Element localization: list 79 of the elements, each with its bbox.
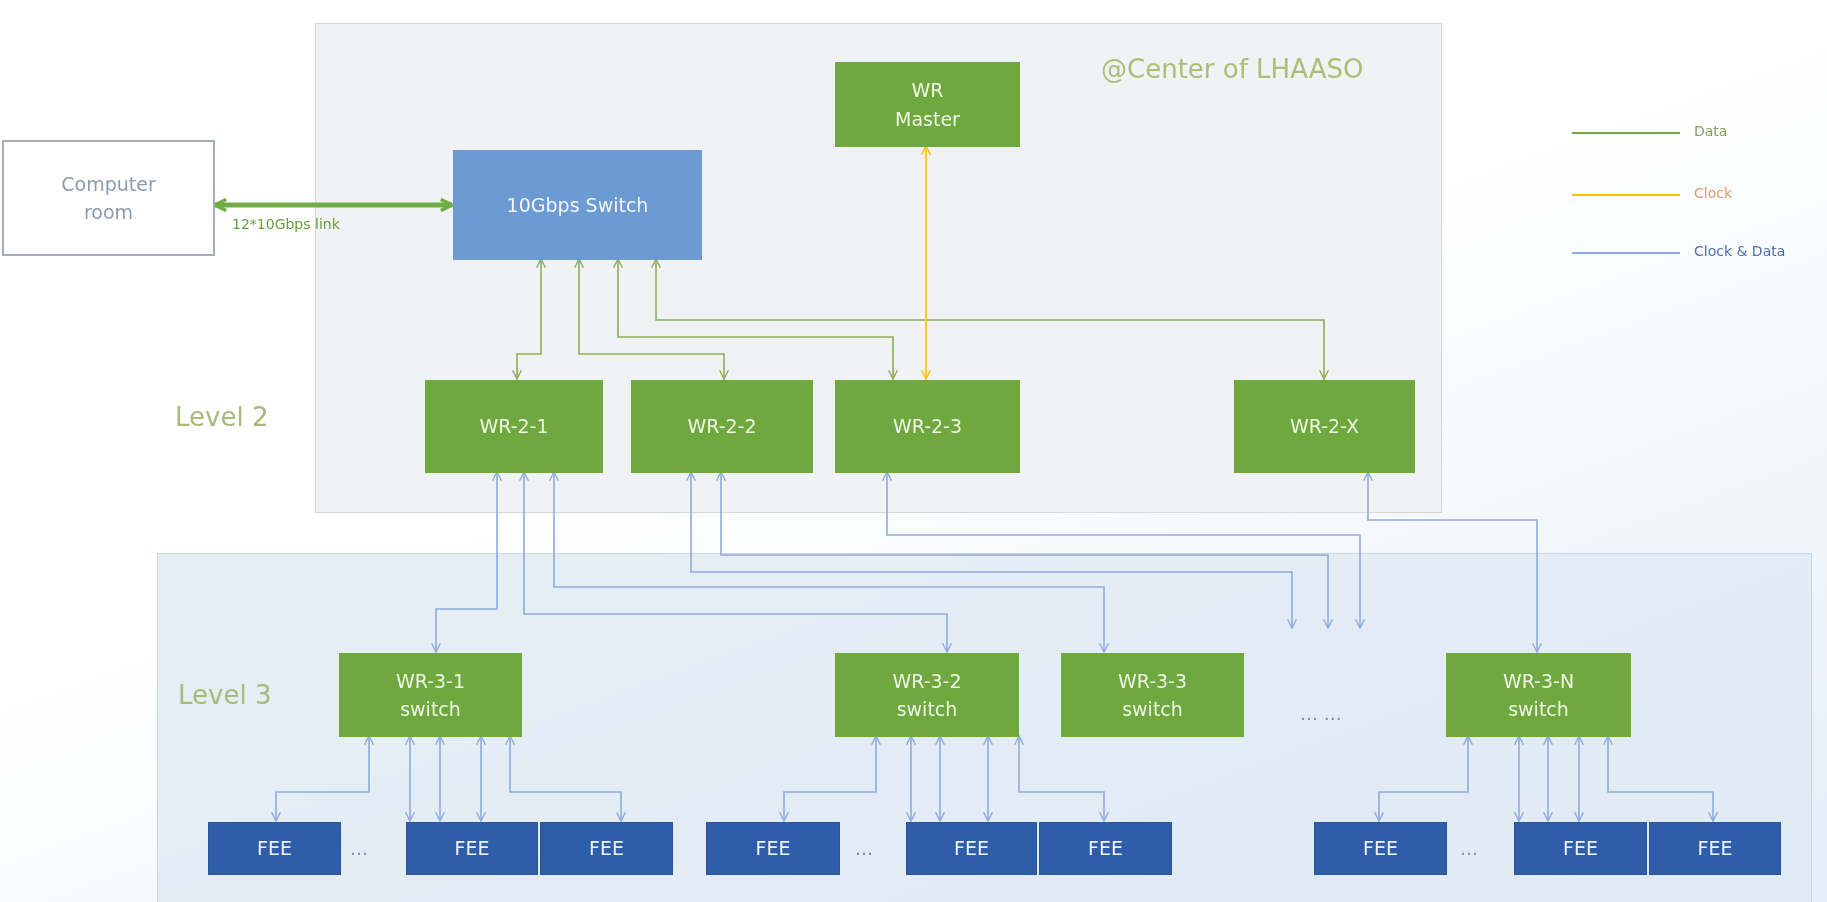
fee-box <box>540 822 673 875</box>
wr-node-box <box>1234 380 1415 473</box>
connector-arrow <box>1573 735 1585 822</box>
ellipsis-label: … <box>350 838 368 859</box>
ellipsis-label: … <box>855 838 873 859</box>
node-label: WR-2-1 <box>479 414 549 440</box>
node-label: FEE <box>257 836 292 862</box>
fee-box <box>1039 822 1172 875</box>
fee-box <box>406 822 538 875</box>
connector-arrow <box>1013 735 1110 822</box>
node-label: FEE <box>1088 836 1123 862</box>
node-label: Computer room <box>60 171 157 225</box>
fee-box <box>208 822 341 875</box>
fee-box <box>706 822 840 875</box>
panel-heading: @Center of LHAASO <box>1101 54 1364 84</box>
connector-arrow <box>573 258 730 380</box>
connector-arrow <box>778 735 882 822</box>
site-panel <box>315 23 1442 513</box>
connector-arrow <box>475 735 487 822</box>
node-label: 10Gbps Switch <box>506 192 649 218</box>
wr-node-box <box>1061 653 1244 737</box>
connector-arrow <box>1542 735 1554 822</box>
level-label: Level 2 <box>175 402 269 432</box>
connector-arrow <box>270 735 375 822</box>
connector-arrow <box>650 258 1330 380</box>
fee-box <box>1649 822 1781 875</box>
connector-arrow <box>881 471 1366 629</box>
connector-arrow <box>518 471 953 653</box>
node-label: FEE <box>954 836 989 862</box>
wr-node-box <box>1446 653 1631 737</box>
fee-box <box>1514 822 1647 875</box>
legend-label: Data <box>1694 123 1728 139</box>
ellipsis-label: … <box>1460 838 1478 859</box>
room-box <box>2 140 215 256</box>
connector-arrow <box>1513 735 1525 822</box>
wr-node-box <box>835 653 1019 737</box>
fee-box <box>906 822 1037 875</box>
connector-arrow <box>404 735 416 822</box>
connector-arrow <box>548 471 1110 653</box>
node-label: WR-3-1 switch <box>394 668 467 722</box>
node-label: FEE <box>454 836 490 862</box>
node-label: WR-3-N switch <box>1501 668 1576 722</box>
connector-arrow <box>504 735 627 822</box>
level-panel <box>157 553 1812 902</box>
wr-node-box <box>339 653 522 737</box>
node-label: FEE <box>1697 836 1733 862</box>
connector-arrow <box>1362 471 1543 653</box>
connector-arrow <box>934 735 946 822</box>
connector-arrow <box>1602 735 1719 822</box>
node-label: WR-3-3 switch <box>1116 668 1189 722</box>
wr-node-box <box>631 380 813 473</box>
connector-arrow <box>612 258 899 380</box>
node-label: FEE <box>1563 836 1598 862</box>
wr-node-box <box>425 380 603 473</box>
connector-arrow <box>213 197 454 213</box>
node-label: WR-2-X <box>1289 414 1360 440</box>
panel-heading: Level 3 <box>178 680 272 710</box>
connector-arrow <box>905 735 917 822</box>
legend-label: Clock & Data <box>1694 243 1786 259</box>
connector-arrow <box>1373 735 1474 822</box>
connector-arrow <box>430 471 503 653</box>
connector-arrow <box>511 258 547 380</box>
legend-label: Clock <box>1694 185 1733 201</box>
connector-arrow <box>920 145 932 380</box>
ellipsis-label: … … <box>1300 703 1342 724</box>
node-label: FEE <box>755 836 791 862</box>
node-label: WR-2-2 <box>687 414 757 440</box>
connector-arrow <box>982 735 994 822</box>
node-label: WR-3-2 switch <box>891 668 963 722</box>
connector-arrow <box>434 735 446 822</box>
fee-box <box>1314 822 1447 875</box>
node-label: WR-2-3 <box>892 414 963 440</box>
switch-box <box>453 150 702 260</box>
node-label: WR Master <box>894 78 961 132</box>
wr-node-box <box>835 380 1020 473</box>
wr-node-box <box>835 62 1020 147</box>
edge-label: 12*10Gbps link <box>232 216 340 232</box>
node-label: FEE <box>589 836 624 862</box>
node-label: FEE <box>1363 836 1398 862</box>
